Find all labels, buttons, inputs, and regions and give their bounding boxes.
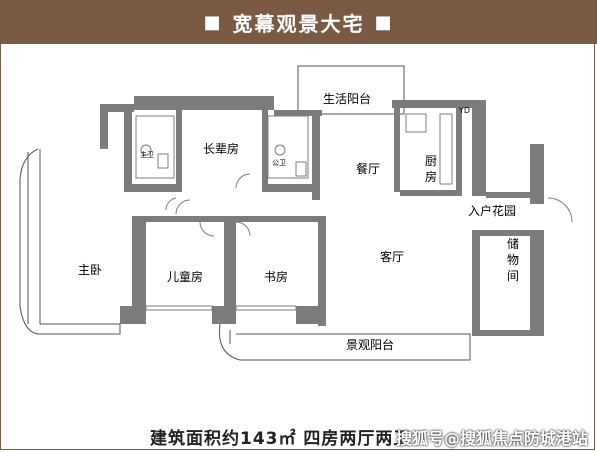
wall-segment [312, 110, 320, 200]
wall-segment [176, 110, 182, 188]
label-service-balcony: 生活阳台 [323, 92, 372, 106]
wall-segment [456, 108, 462, 196]
label-yd: YD [459, 106, 471, 115]
wall-segment [392, 100, 472, 108]
label-entry-garden: 入户花园 [468, 204, 517, 218]
label-bath-2: 公卫 [272, 159, 286, 167]
header-banner: ■ 宽幕观景大宅 ■ [0, 0, 597, 44]
door-arc [235, 173, 251, 189]
floor-plan [19, 65, 573, 361]
label-kitchen-1: 厨 [425, 154, 438, 168]
wall-segment [530, 144, 544, 204]
wall-segment [394, 108, 400, 192]
door-arc [199, 221, 215, 237]
wall-segment [134, 96, 264, 110]
label-bath-1: 主卫 [140, 151, 154, 159]
window-line [235, 305, 297, 311]
toilet-icon [295, 161, 307, 177]
wall-segment [124, 184, 182, 192]
wall-segment [274, 110, 322, 116]
footer: 建筑面积约143㎡ 四房两厅两卫 搜狐号@搜狐焦点防城港站 [0, 420, 597, 450]
wall-segment [132, 216, 146, 322]
label-kids: 儿童房 [167, 270, 204, 284]
sink-icon [140, 144, 152, 156]
label-storage-3: 间 [507, 269, 520, 283]
toilet-icon [157, 153, 169, 169]
wall-segment [296, 306, 326, 324]
window-line [145, 305, 213, 311]
label-dining: 餐厅 [356, 162, 381, 176]
room-labels: 生活阳台 长辈房 餐厅 厨 房 YD 入户花园 储 物 间 主卧 儿童房 书房 … [0, 44, 597, 420]
wall-segment [480, 330, 530, 336]
service-balcony-outline [297, 65, 405, 115]
header-title: 宽幕观景大宅 [232, 11, 365, 36]
door-arc [235, 221, 251, 237]
label-kitchen-2: 房 [425, 170, 438, 184]
label-living: 客厅 [380, 250, 405, 264]
wall-segment [224, 216, 236, 322]
door-arc [547, 197, 573, 223]
header-right-square: ■ [374, 11, 394, 33]
view-balcony-outline [218, 323, 471, 361]
bath-2-area [267, 115, 309, 179]
label-storage-2: 物 [507, 253, 520, 267]
wall-segment [262, 110, 268, 188]
stove-icon [405, 113, 427, 133]
counter-icon [439, 113, 453, 185]
wall-segment [262, 96, 274, 110]
watermark: 搜狐号@搜狐焦点防城港站 [396, 429, 589, 448]
door-arc [175, 199, 191, 215]
wall-segment [262, 184, 318, 192]
area-caption: 建筑面积约143㎡ 四房两厅两卫 [150, 429, 412, 449]
header-left-square: ■ [203, 11, 223, 33]
wall-segment [318, 216, 326, 326]
label-study: 书房 [264, 270, 289, 284]
label-elder-room: 长辈房 [203, 142, 240, 156]
wall-segment [472, 230, 480, 336]
wall-segment [100, 104, 108, 149]
wall-segment [212, 306, 236, 324]
wall-segment [472, 100, 486, 196]
bath-1-area [135, 115, 175, 179]
wall-segment [530, 230, 544, 336]
label-storage-1: 储 [507, 237, 520, 251]
wall-segment [400, 190, 458, 196]
sink-icon [274, 144, 286, 156]
label-view-balcony: 景观阳台 [346, 338, 395, 352]
label-master: 主卧 [78, 263, 103, 277]
wall-segment [480, 230, 530, 236]
wall-segment [120, 306, 146, 324]
door-arc [165, 197, 177, 211]
wall-segment [124, 110, 132, 188]
wall-segment [108, 104, 134, 112]
wall-segment [486, 192, 530, 198]
